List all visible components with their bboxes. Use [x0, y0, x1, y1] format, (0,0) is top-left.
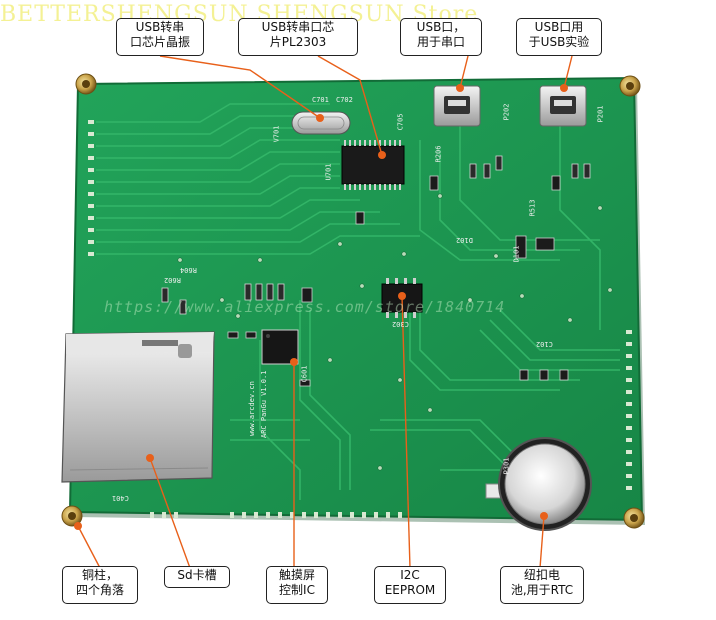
- callout-text: EEPROM: [384, 583, 436, 597]
- silk-ref: R604: [180, 266, 197, 274]
- silk-ref: P202: [502, 103, 511, 121]
- callout-text: I2C: [400, 568, 420, 582]
- silk-ref: P201: [596, 105, 605, 123]
- callout-text: Sd卡槽: [177, 568, 217, 582]
- sd-card-slot: [61, 331, 215, 483]
- store-watermark: BETTERSHENGSUN SHENGSUN Store: [0, 2, 479, 27]
- right-pin-header: [626, 330, 632, 490]
- coin-cell-battery: [485, 437, 592, 531]
- silk-ref: D102: [456, 236, 473, 244]
- silk-ref: R206: [434, 145, 443, 163]
- callout-text: 用于串口: [416, 35, 465, 49]
- callout-text: 于USB实验: [528, 35, 590, 49]
- usb-serial-chip: [341, 140, 405, 190]
- silk-ref: P301: [502, 457, 511, 475]
- pcb-traces: [96, 103, 620, 500]
- silk-ref: U701: [324, 163, 333, 181]
- usb-connector-serial: [433, 85, 481, 127]
- silk-ref: C601: [300, 365, 309, 383]
- silk-ref: R513: [528, 199, 537, 217]
- callout-lines: [77, 55, 573, 569]
- callout-text: 口芯片晶振: [129, 35, 190, 49]
- url-watermark: https://www.aliexpress.com/store/1840714: [104, 298, 506, 316]
- callout-eeprom: I2C EEPROM: [374, 566, 446, 604]
- callout-text: 铜柱，: [81, 568, 118, 582]
- callout-text: 触摸屏: [278, 568, 315, 582]
- callout-dots: [74, 84, 568, 530]
- callout-sd-slot: Sd卡槽: [164, 566, 230, 588]
- smd-components: [227, 175, 569, 387]
- silk-ref: C302: [392, 320, 409, 328]
- callout-usb-chip: USB转串口芯 片PL2303: [238, 18, 358, 56]
- silk-ref: C705: [396, 113, 405, 131]
- resistor-array: [161, 155, 591, 315]
- silk-ref: C702: [336, 96, 353, 104]
- usb-connector-experiment: [539, 85, 587, 127]
- callout-text: USB口，: [416, 20, 466, 34]
- callout-text: 四个角落: [75, 583, 124, 597]
- silk-site: www.arcdev.cn: [248, 381, 256, 436]
- silk-ref: C401: [112, 494, 129, 502]
- silk-ref: D101: [512, 245, 521, 263]
- silk-ref: C102: [536, 340, 553, 348]
- crystal-oscillator: [291, 111, 351, 135]
- copper-pillars: [61, 73, 645, 529]
- left-pin-header: [88, 120, 94, 256]
- callout-text: USB转串口芯: [261, 20, 335, 34]
- callout-usb-experiment: USB口用 于USB实验: [516, 18, 602, 56]
- callout-battery: 纽扣电 池,用于RTC: [500, 566, 584, 604]
- callout-text: USB口用: [534, 20, 584, 34]
- callout-text: USB转串: [135, 20, 185, 34]
- silk-ref: R602: [164, 276, 181, 284]
- callout-text: 片PL2303: [269, 35, 327, 49]
- touch-screen-ic: [261, 329, 299, 365]
- bottom-pin-header: [150, 512, 402, 518]
- callout-copper-pillar: 铜柱， 四个角落: [62, 566, 138, 604]
- silk-board-name: ARC PanGu V1.0.1: [260, 370, 268, 438]
- silk-ref: V701: [272, 125, 281, 143]
- callout-usb-serial: USB口， 用于串口: [400, 18, 482, 56]
- callout-touch-ic: 触摸屏 控制IC: [266, 566, 328, 604]
- callout-text: 控制IC: [279, 583, 315, 597]
- vias: [177, 193, 613, 471]
- silk-ref: C701: [312, 96, 329, 104]
- callout-text: 纽扣电: [523, 568, 560, 582]
- callout-usb-crystal: USB转串 口芯片晶振: [116, 18, 204, 56]
- callout-text: 池,用于RTC: [510, 583, 574, 597]
